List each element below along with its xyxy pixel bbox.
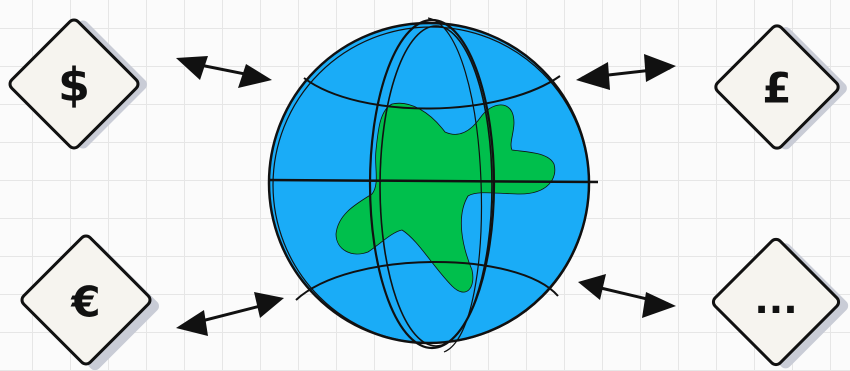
arrowhead-left bbox=[578, 274, 606, 300]
dollar-card: $ bbox=[8, 18, 150, 151]
euro-card: € bbox=[20, 234, 162, 371]
arrowhead-left bbox=[176, 56, 208, 80]
pound-card: £ bbox=[713, 23, 849, 152]
arrowhead-right bbox=[642, 292, 676, 318]
arrowhead-right bbox=[254, 292, 284, 318]
arrowhead-right bbox=[238, 64, 272, 88]
pound-symbol: £ bbox=[762, 64, 791, 113]
more-card: ... bbox=[711, 237, 850, 371]
arrowhead-left bbox=[576, 62, 610, 90]
arrowhead-left bbox=[176, 310, 208, 336]
globe bbox=[268, 18, 598, 352]
dollar-symbol: $ bbox=[58, 58, 90, 112]
arrow-dollar-globe bbox=[176, 56, 272, 88]
arrow-pound-globe bbox=[576, 54, 676, 90]
arrow-more-globe bbox=[578, 274, 676, 318]
arrowhead-right bbox=[644, 54, 676, 82]
more-symbol: ... bbox=[754, 278, 797, 322]
euro-symbol: € bbox=[70, 278, 100, 327]
arrow-euro-globe bbox=[176, 292, 284, 336]
